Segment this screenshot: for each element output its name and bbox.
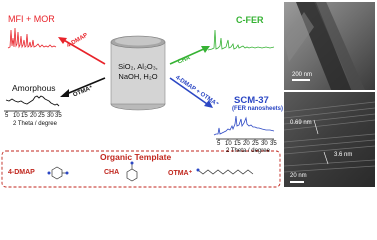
lattice-spacing-1: 0.69 nm: [290, 120, 312, 126]
tick-label-right: 25: [252, 141, 259, 147]
4-dmap-structure-icon: [47, 166, 69, 180]
template-box-title: Organic Template: [100, 152, 172, 162]
product-label-scm37-sub: (FER nanosheets): [232, 106, 284, 112]
tick-label-right: 30: [261, 141, 268, 147]
tick-label-right: 20: [243, 141, 250, 147]
diagram-canvas: [1, 27, 281, 188]
reagents-line-2: NaOH, H₂O: [118, 72, 158, 81]
lattice-spacing-2: 3.6 nm: [334, 152, 353, 158]
xrd-pattern-amorphous: [5, 95, 60, 107]
tick-label-left: 10: [13, 113, 20, 119]
axis-ticks-left: [6, 111, 59, 113]
tem-image-top: 200 nm: [284, 2, 375, 90]
template-label-otma: OTMA⁺: [168, 170, 193, 177]
reagents-line-1: SiO₂, Al₂O₃,: [118, 62, 158, 71]
tick-label-left: 35: [55, 113, 62, 119]
product-label-scm37: SCM-37: [234, 95, 269, 106]
scale-bar-top: [292, 79, 310, 81]
axis-ticks-right: [218, 139, 274, 141]
xrd-pattern-scm37: [213, 115, 275, 136]
tick-label-left: 30: [47, 113, 54, 119]
tick-label-left: 25: [38, 113, 45, 119]
template-label-4dmap: 4-DMAP: [8, 169, 35, 176]
tick-label-left: 20: [30, 113, 37, 119]
cha-structure-icon: [126, 161, 138, 182]
xrd-pattern-mfi-mor: [7, 27, 57, 49]
scale-label-bottom: 20 nm: [290, 173, 307, 179]
scale-bar-bottom: [290, 181, 304, 183]
tick-label-right: 5: [217, 141, 221, 147]
tick-label-right: 15: [234, 141, 241, 147]
product-label-mfi-mor: MFI + MOR: [8, 14, 55, 24]
tick-label-left: 5: [5, 113, 9, 119]
product-label-cfer: C-FER: [236, 15, 264, 25]
tem-image-bottom: 0.69 nm 3.6 nm 20 nm: [284, 92, 375, 187]
tick-label-right: 35: [270, 141, 277, 147]
template-label-cha: CHA: [104, 169, 120, 176]
scale-label-top: 200 nm: [292, 72, 313, 78]
axis-label-right: 2 Theta / degree: [226, 148, 270, 154]
otma-structure-icon: [196, 168, 254, 175]
product-label-amorphous: Amorphous: [12, 83, 56, 93]
axis-label-left: 2 Theta / degree: [13, 121, 57, 127]
tick-label-right: 10: [225, 141, 232, 147]
xrd-pattern-cfer: [207, 29, 275, 51]
tick-label-left: 15: [21, 113, 28, 119]
